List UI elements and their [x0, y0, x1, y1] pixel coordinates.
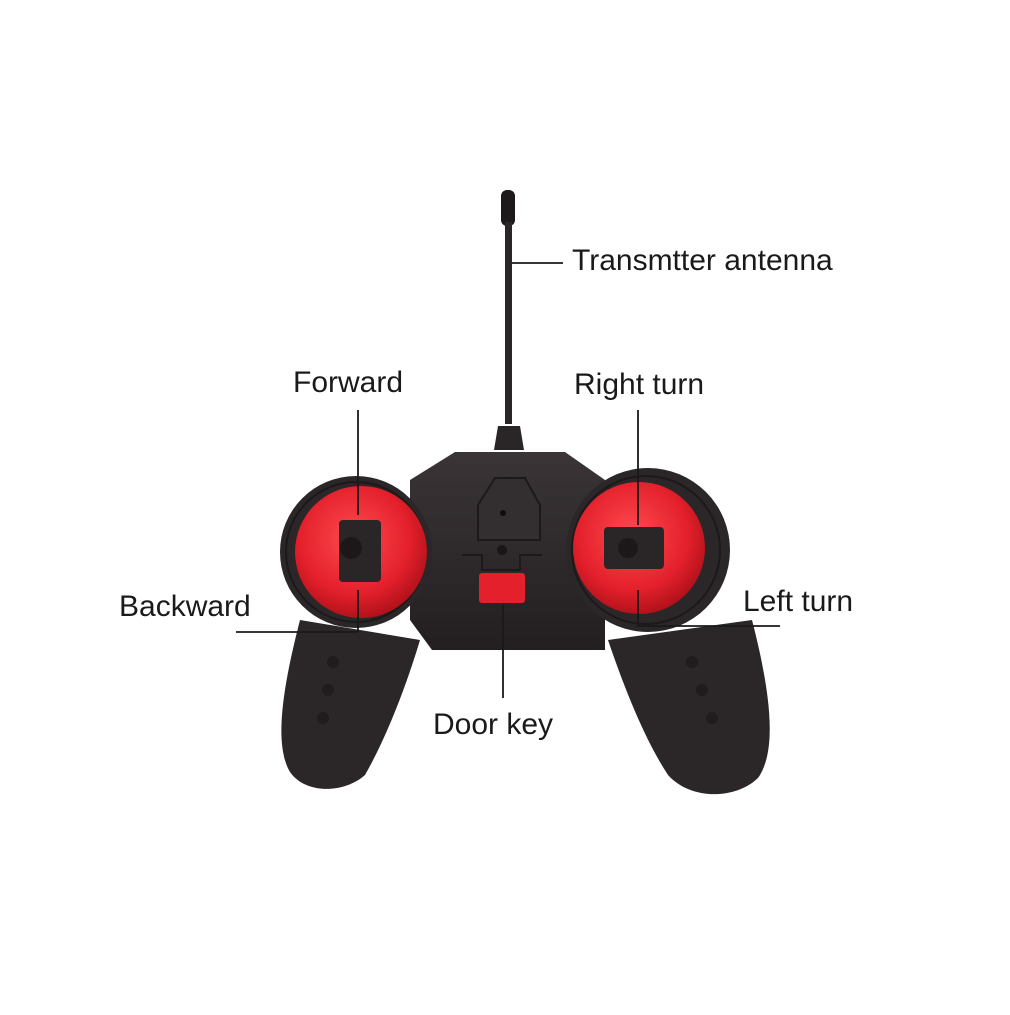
right-stick-knob: [618, 538, 638, 558]
door-key-button: [479, 573, 525, 603]
label-right-turn: Right turn: [574, 368, 705, 401]
antenna-rod: [505, 222, 512, 424]
screw-hole: [497, 545, 507, 555]
label-door-key: Door key: [433, 708, 554, 741]
leader-lines: [236, 262, 780, 698]
label-backward: Backward: [119, 590, 251, 623]
label-transmitter-antenna: Transmtter antenna: [572, 244, 833, 277]
left-grip: [281, 620, 420, 789]
left-stick-knob: [340, 537, 362, 559]
right-pod: [566, 468, 730, 632]
label-forward: Forward: [293, 366, 404, 399]
right-grip: [608, 620, 770, 795]
left-pod: [280, 476, 432, 628]
led-hole: [500, 510, 506, 516]
center-body: [410, 452, 605, 650]
label-left-turn: Left turn: [743, 585, 854, 618]
leader-left-turn: [637, 590, 780, 627]
antenna: [494, 190, 524, 450]
leader-backward: [236, 590, 359, 633]
antenna-tip: [501, 190, 515, 226]
antenna-base: [494, 426, 524, 450]
